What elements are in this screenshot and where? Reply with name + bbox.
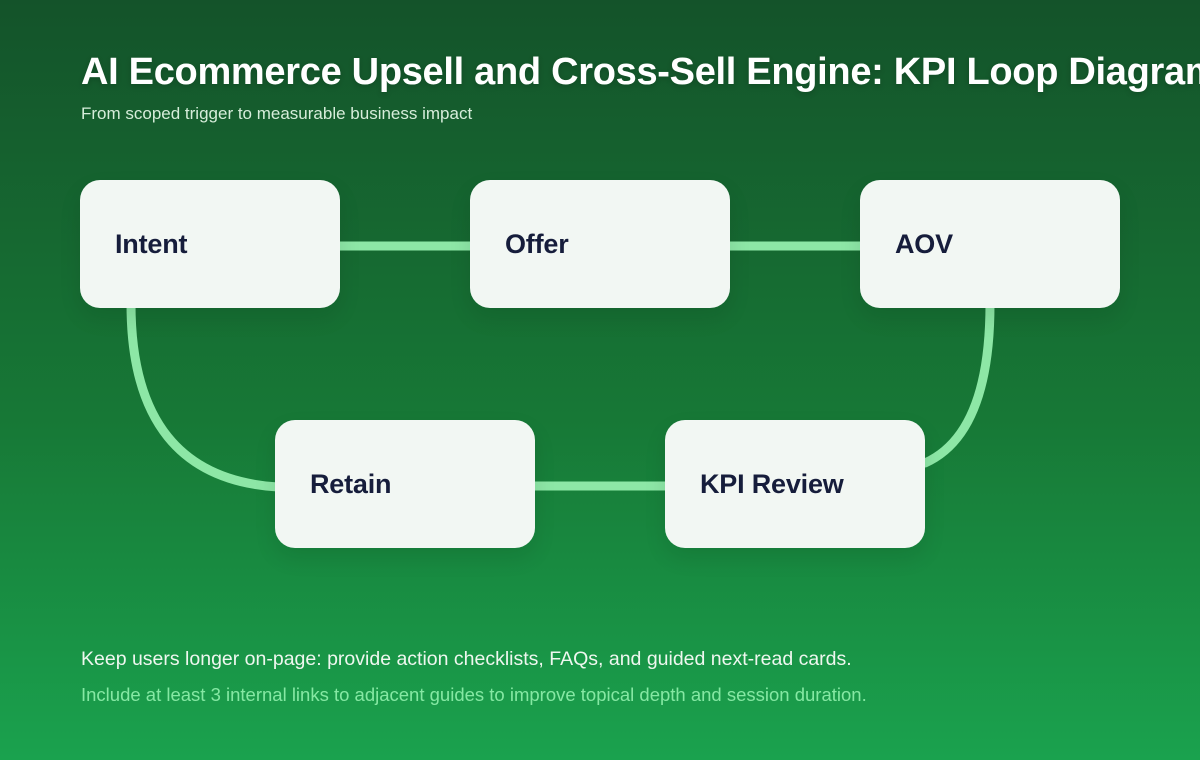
node-retain-label: Retain: [310, 468, 392, 499]
footer-hint-text: Include at least 3 internal links to adj…: [81, 684, 867, 705]
page-title: AI Ecommerce Upsell and Cross-Sell Engin…: [81, 51, 1200, 93]
node-aov: AOV: [860, 180, 1120, 308]
node-intent-label: Intent: [115, 228, 188, 259]
node-kpi-review: KPI Review: [665, 420, 925, 548]
footer-main-text: Keep users longer on-page: provide actio…: [81, 648, 852, 670]
node-kpi-review-label: KPI Review: [700, 468, 844, 499]
node-offer: Offer: [470, 180, 730, 308]
node-offer-label: Offer: [505, 228, 569, 259]
node-intent: Intent: [80, 180, 340, 308]
page-subtitle: From scoped trigger to measurable busine…: [81, 104, 473, 123]
node-aov-label: AOV: [895, 228, 953, 259]
edge-retain-intent-curve: [126, 299, 283, 492]
node-retain: Retain: [275, 420, 535, 548]
edge-aov-kpi-review-curve: [920, 299, 995, 468]
